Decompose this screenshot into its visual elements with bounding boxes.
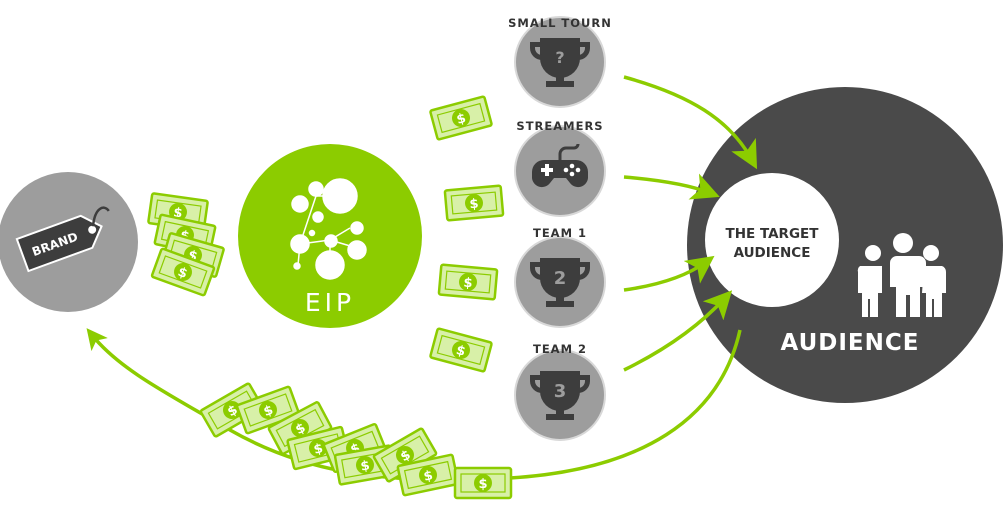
- channel-team-2: 3: [514, 349, 606, 441]
- trophy-icon: [530, 258, 590, 307]
- target-audience-line1: THE TARGET: [726, 226, 820, 242]
- target-audience-circle: THE TARGET AUDIENCE: [705, 173, 839, 307]
- channel-label-team-2: TEAM 2: [533, 342, 587, 356]
- eip-label: EIP: [305, 288, 355, 317]
- audience-circle: [687, 87, 1003, 403]
- trophy-mark: ?: [555, 48, 564, 67]
- eip-network-icon: [290, 178, 367, 280]
- arrow-small-tourn-to-audience: [623, 75, 758, 170]
- audience-label: AUDIENCE: [781, 330, 920, 356]
- channel-small-tourn: ?: [514, 16, 606, 108]
- target-audience-line2: AUDIENCE: [734, 245, 811, 261]
- arrow-team1-to-audience: [623, 255, 715, 292]
- channel-team-1: 2: [514, 236, 606, 328]
- gamepad-icon: [532, 143, 588, 188]
- trophy-icon: [530, 38, 590, 87]
- brand-tag-icon: BRAND: [15, 206, 110, 273]
- channel-label-streamers: STREAMERS: [516, 119, 603, 133]
- money-stack-brand-eip: [146, 191, 226, 297]
- arrow-streamers-to-audience: [623, 173, 720, 200]
- channel-streamers: [514, 125, 606, 217]
- trophy-mark: 3: [554, 381, 567, 402]
- arrow-team2-to-audience: [623, 290, 733, 372]
- trophy-icon: [530, 371, 590, 420]
- channel-label-team-1: TEAM 1: [533, 226, 587, 240]
- channel-label-small-tourn: SMALL TOURN: [508, 16, 612, 30]
- trophy-mark: 2: [554, 268, 567, 289]
- people-icon: [857, 233, 947, 317]
- money-eip-to-channels: [428, 95, 505, 373]
